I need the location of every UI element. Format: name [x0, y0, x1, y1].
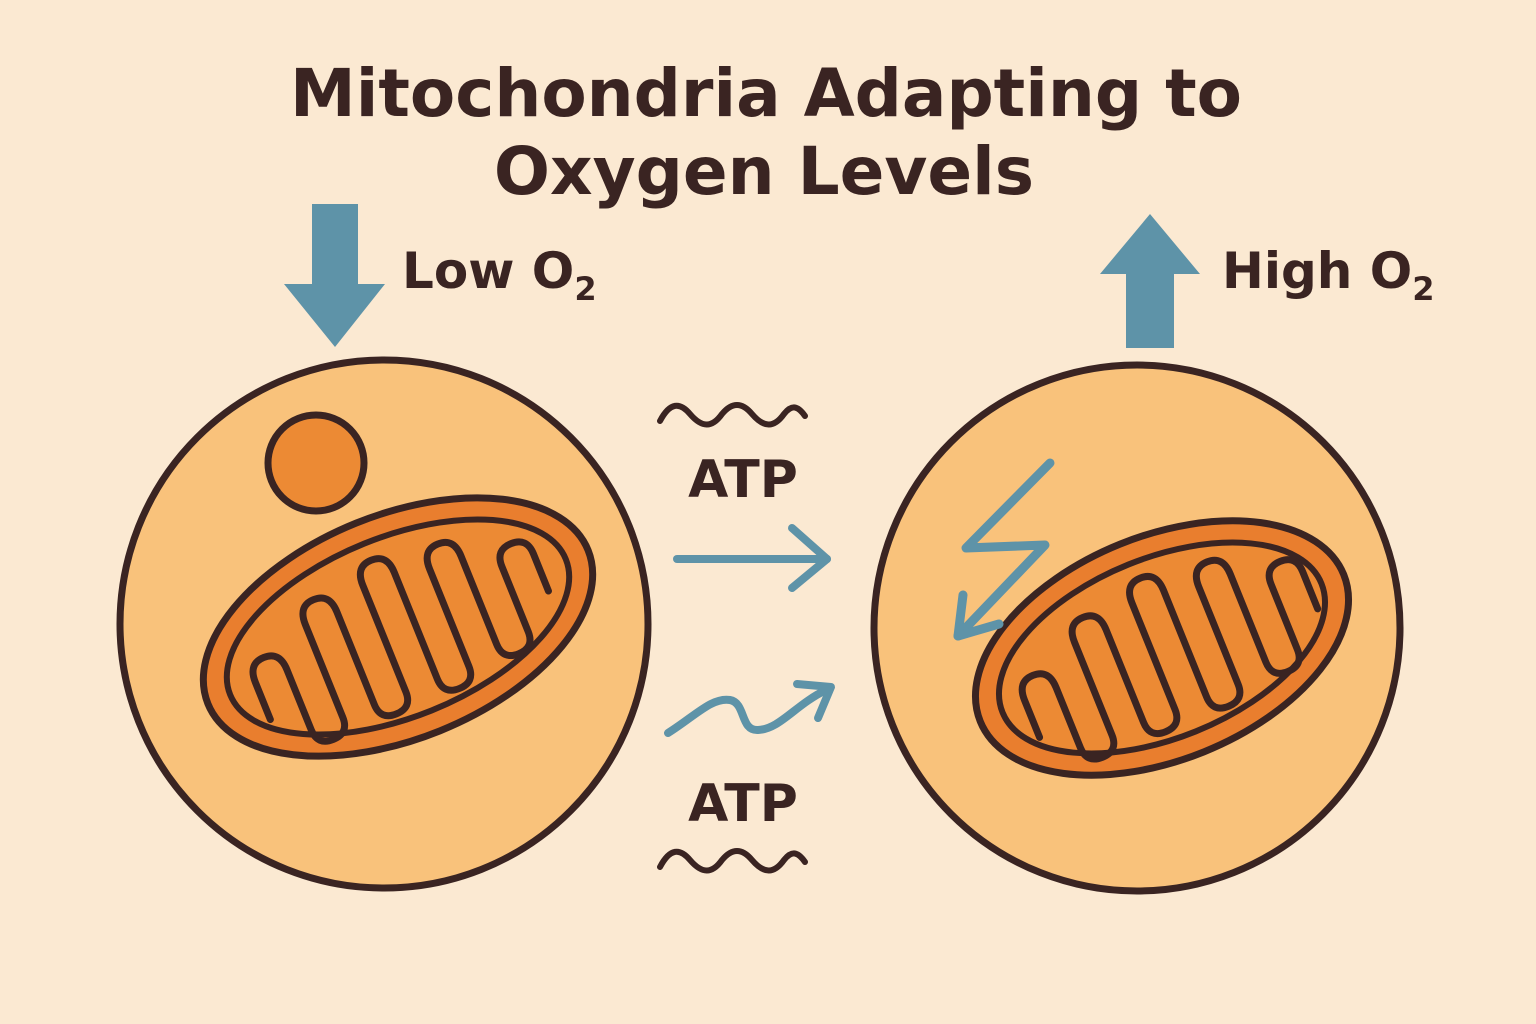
mitochondrion-left	[199, 494, 597, 760]
vesicle	[264, 411, 368, 515]
mitochondrion-inner-membrane	[995, 539, 1329, 757]
down-arrow-icon	[284, 204, 385, 347]
squiggle-top	[657, 402, 808, 428]
low-oxygen-label: Low O2	[402, 242, 597, 308]
zigzag-arrow-head	[953, 590, 1004, 641]
wavy-arrow-head	[793, 680, 835, 722]
high-oxygen-indicator: High O2	[1100, 214, 1435, 348]
high-oxygen-text: High O	[1222, 242, 1412, 300]
mitochondrion-right	[971, 517, 1353, 779]
high-oxygen-label: High O2	[1222, 242, 1435, 308]
left-cell	[116, 356, 652, 892]
straight-arrow-head	[788, 524, 831, 592]
right-cell	[870, 361, 1404, 895]
zigzag-arrow-icon	[953, 458, 1055, 641]
mitochondrion-inner-membrane	[223, 516, 573, 738]
atp-label-bottom: ATP	[688, 774, 798, 834]
atp-label-top: ATP	[688, 450, 798, 510]
low-oxygen-text: Low O	[402, 242, 574, 300]
up-arrow-icon	[1100, 214, 1200, 348]
wavy-arrow-icon	[664, 680, 835, 737]
wavy-arrow-shaft	[664, 686, 830, 737]
low-oxygen-indicator: Low O2	[284, 204, 597, 347]
zigzag-arrow-body	[953, 458, 1055, 641]
title-line-2: Oxygen Levels	[494, 133, 1034, 210]
atp-flow: ATP ATP	[657, 402, 835, 874]
cristae	[1018, 556, 1322, 763]
high-oxygen-subscript: 2	[1412, 270, 1434, 308]
low-oxygen-subscript: 2	[574, 270, 596, 308]
straight-arrow-icon	[673, 524, 831, 592]
cristae	[249, 538, 552, 745]
squiggle-bottom	[657, 848, 808, 874]
title-line-1: Mitochondria Adapting to	[290, 55, 1242, 132]
